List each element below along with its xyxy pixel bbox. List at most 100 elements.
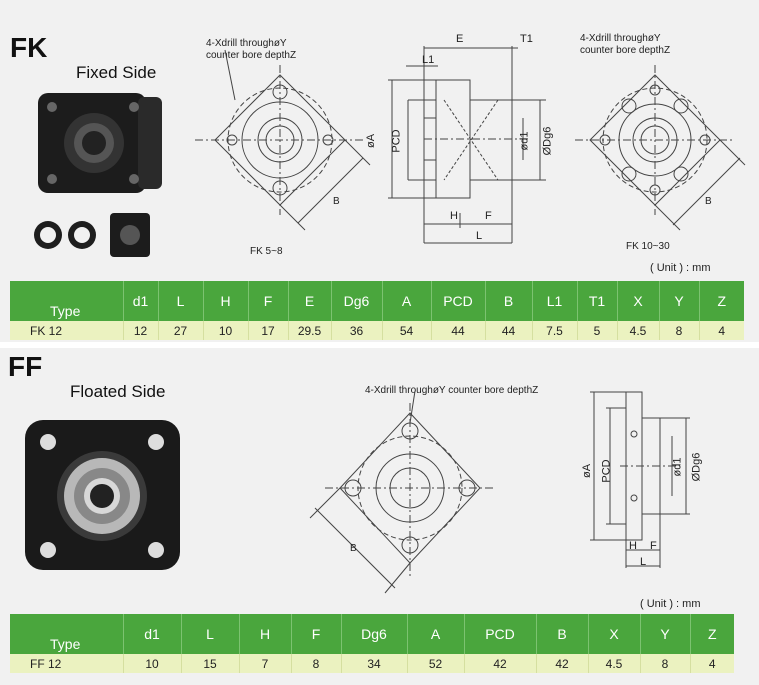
fk-dim-d1: ød1 bbox=[518, 131, 531, 151]
fk-dim-t1: T1 bbox=[520, 33, 533, 45]
ff-cell-y: 8 bbox=[640, 654, 691, 673]
ff-dim-dg6: ØDg6 bbox=[690, 452, 703, 482]
fk-drill-note-4: counter bore depthZ bbox=[580, 45, 671, 56]
fk-cell-z: 4 bbox=[699, 321, 744, 340]
ff-unit: ( Unit ) : mm bbox=[640, 598, 701, 610]
ff-cell-b: 42 bbox=[536, 654, 589, 673]
ff-dim-b: B bbox=[350, 543, 357, 554]
ff-cell-z: 4 bbox=[690, 654, 734, 673]
fk-dim-e: E bbox=[456, 33, 464, 45]
ff-drill-note: 4-Xdrill throughøY counter bore depthZ bbox=[365, 385, 539, 396]
fk-header-f: F bbox=[248, 281, 289, 321]
fk-front-drawing-large bbox=[575, 65, 746, 231]
ff-cell-dg6: 34 bbox=[341, 654, 408, 673]
fk-dim-b-large: B bbox=[705, 196, 712, 207]
fk-dim-dg6: ØDg6 bbox=[541, 126, 554, 156]
fk-cell-l: 27 bbox=[158, 321, 204, 340]
ff-dim-pcd: PCD bbox=[600, 459, 613, 483]
fk-front-drawing-small bbox=[195, 49, 371, 231]
fk-cell-f: 17 bbox=[248, 321, 289, 340]
fk-dim-h: H bbox=[450, 210, 458, 222]
ff-header-x: X bbox=[588, 614, 641, 654]
fk-cell-h: 10 bbox=[203, 321, 249, 340]
ff-cell-a: 52 bbox=[407, 654, 465, 673]
fk-header-t1: T1 bbox=[577, 281, 618, 321]
fk-cell-x: 4.5 bbox=[617, 321, 660, 340]
ff-header-h: H bbox=[239, 614, 292, 654]
fk-dim-f: F bbox=[485, 210, 492, 222]
fk-cell-d1: 12 bbox=[123, 321, 159, 340]
fk-drill-note-2: counter bore depthZ bbox=[206, 50, 297, 61]
fk-section: FK Fixed Side 4-Xdrill throughøY counter… bbox=[0, 0, 759, 342]
ff-header-f: F bbox=[291, 614, 342, 654]
ff-header-l: L bbox=[181, 614, 240, 654]
ff-cell-type: FF 12 bbox=[10, 654, 124, 673]
fk-header-e: E bbox=[288, 281, 332, 321]
ff-side-label: Floated Side bbox=[70, 382, 166, 401]
ff-header-a: A bbox=[407, 614, 465, 654]
ff-header-d1: d1 bbox=[123, 614, 182, 654]
fk-header-d1: d1 bbox=[123, 281, 159, 321]
fk-dim-a: øA bbox=[365, 133, 378, 149]
fk-range-large: FK 10~30 bbox=[626, 241, 670, 252]
fk-side-label: Fixed Side bbox=[76, 63, 157, 82]
ff-header-pcd: PCD bbox=[464, 614, 537, 654]
ff-side-drawing bbox=[590, 391, 690, 568]
fk-dim-b-small: B bbox=[333, 196, 340, 207]
ff-front-drawing bbox=[309, 390, 495, 594]
fk-header-a: A bbox=[382, 281, 432, 321]
fk-header-b: B bbox=[485, 281, 533, 321]
fk-cell-e: 29.5 bbox=[288, 321, 332, 340]
fk-cell-b: 44 bbox=[485, 321, 533, 340]
fk-header-dg6: Dg6 bbox=[331, 281, 383, 321]
fk-drill-note-1: 4-Xdrill throughøY bbox=[206, 38, 287, 49]
fk-product-photo bbox=[34, 93, 162, 257]
fk-header-y: Y bbox=[659, 281, 700, 321]
ff-section: FF Floated Side 4-Xdrill throughøY count… bbox=[0, 348, 759, 685]
ff-product-photo bbox=[25, 420, 180, 570]
fk-header-pcd: PCD bbox=[431, 281, 486, 321]
ff-cell-f: 8 bbox=[291, 654, 342, 673]
ff-code: FF bbox=[8, 351, 43, 382]
fk-header-l: L bbox=[158, 281, 204, 321]
fk-cell-a: 54 bbox=[382, 321, 432, 340]
ff-header-y: Y bbox=[640, 614, 691, 654]
fk-header-type: Type bbox=[10, 281, 124, 321]
fk-side-drawing bbox=[388, 46, 546, 244]
fk-range-small: FK 5~8 bbox=[250, 246, 283, 257]
ff-dim-f: F bbox=[650, 540, 657, 552]
fk-cell-t1: 5 bbox=[577, 321, 618, 340]
ff-dim-l: L bbox=[640, 556, 647, 568]
fk-header-h: H bbox=[203, 281, 249, 321]
ff-cell-l: 15 bbox=[181, 654, 240, 673]
ff-header-type: Type bbox=[10, 614, 124, 654]
fk-header-x: X bbox=[617, 281, 660, 321]
ff-cell-pcd: 42 bbox=[464, 654, 537, 673]
fk-dim-l1: L1 bbox=[422, 54, 435, 66]
fk-cell-y: 8 bbox=[659, 321, 700, 340]
fk-drill-note-3: 4-Xdrill throughøY bbox=[580, 33, 661, 44]
fk-header-z: Z bbox=[699, 281, 744, 321]
fk-cell-dg6: 36 bbox=[331, 321, 383, 340]
ff-cell-x: 4.5 bbox=[588, 654, 641, 673]
ff-header-b: B bbox=[536, 614, 589, 654]
ff-cell-d1: 10 bbox=[123, 654, 182, 673]
ff-dim-d1: ød1 bbox=[671, 457, 684, 477]
fk-unit: ( Unit ) : mm bbox=[650, 262, 711, 274]
ff-cell-h: 7 bbox=[239, 654, 292, 673]
fk-code: FK bbox=[10, 32, 48, 63]
fk-header-l1: L1 bbox=[532, 281, 578, 321]
fk-cell-l1: 7.5 bbox=[532, 321, 578, 340]
ff-header-z: Z bbox=[690, 614, 734, 654]
ff-dim-a: øA bbox=[581, 463, 594, 479]
fk-cell-pcd: 44 bbox=[431, 321, 486, 340]
ff-dim-h: H bbox=[629, 540, 637, 552]
fk-cell-type: FK 12 bbox=[10, 321, 124, 340]
fk-dim-l: L bbox=[476, 230, 483, 242]
